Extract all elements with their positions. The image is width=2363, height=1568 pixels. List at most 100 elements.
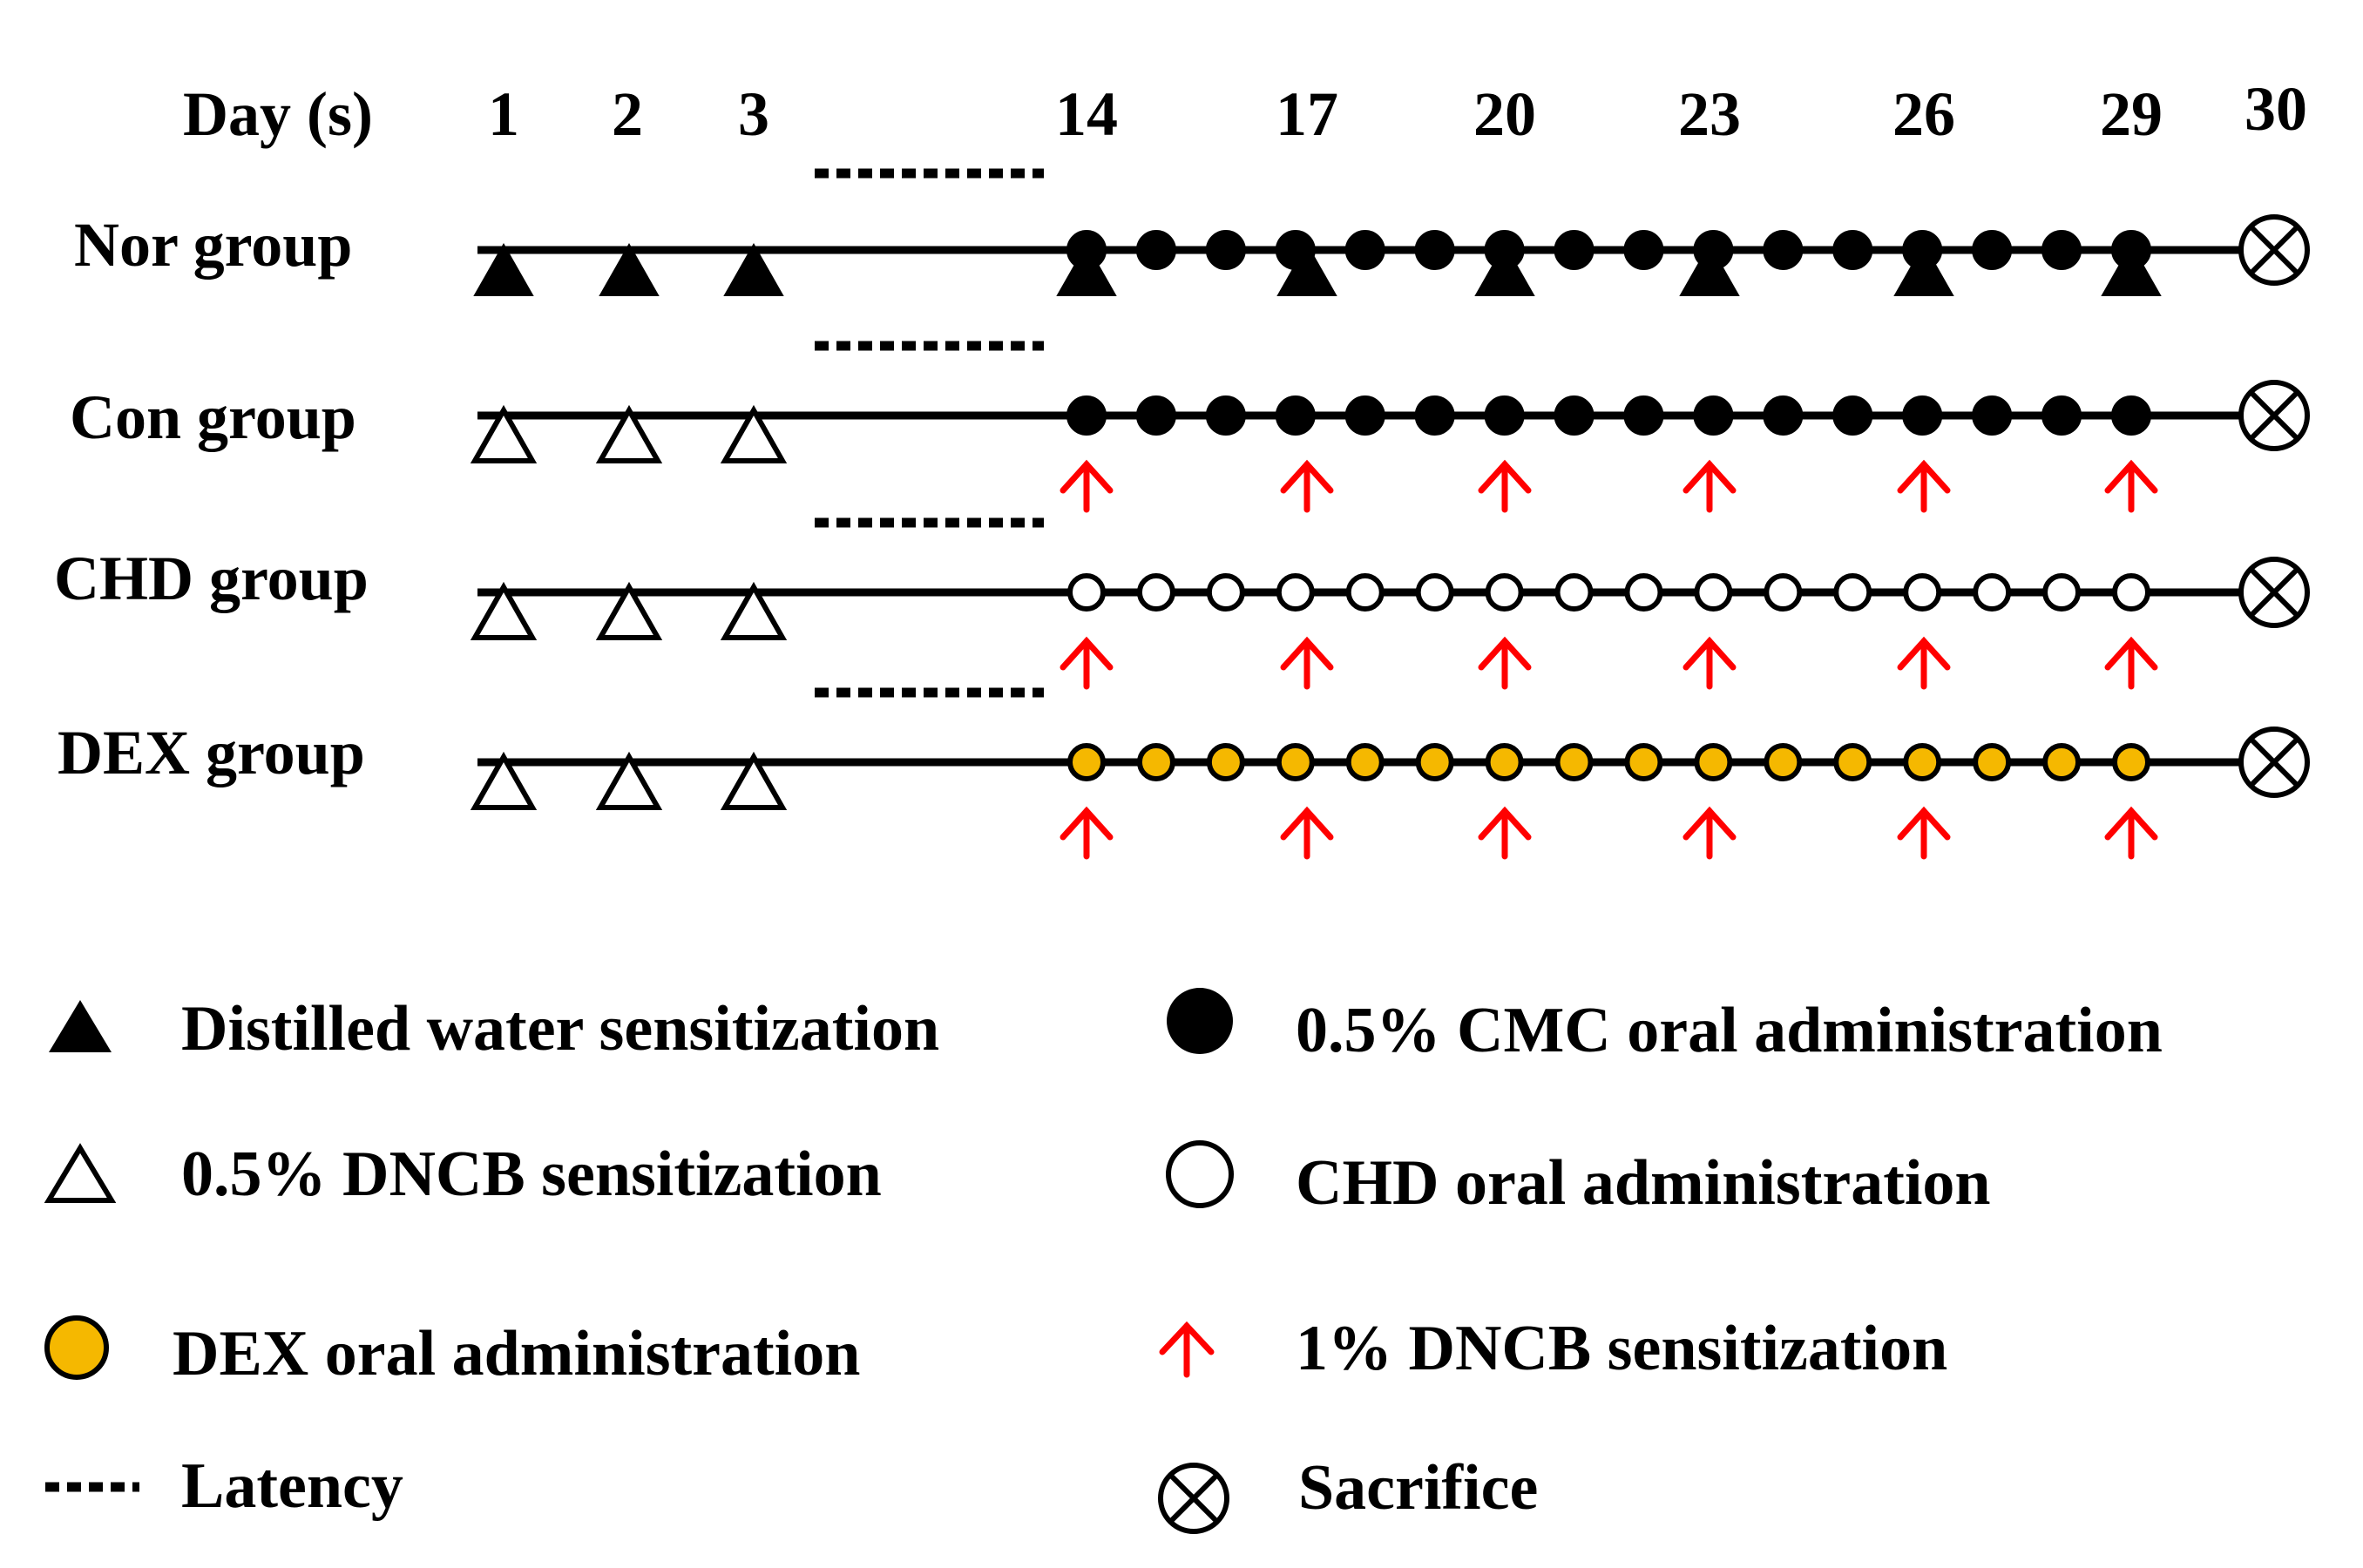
- dex-dot: [1694, 743, 1733, 781]
- day-label-23: 23: [1678, 79, 1741, 149]
- day-label-26: 26: [1892, 79, 1955, 149]
- dncb-05-triangle: [720, 751, 788, 810]
- legend: Distilled water sensitization 0.5% DNCB …: [44, 988, 2163, 1534]
- legend-filled-triangle-icon: [49, 1000, 112, 1052]
- legend-sacrifice-icon: [1158, 1463, 1229, 1534]
- cmc-dot: [1902, 230, 1943, 270]
- group-label-chd: CHD group: [54, 544, 369, 613]
- day-label-29: 29: [2100, 79, 2163, 149]
- cmc-dot: [2041, 230, 2082, 270]
- cmc-dot: [1344, 395, 1385, 436]
- dncb-1-arrow: [1060, 636, 1114, 690]
- cmc-dot: [2111, 230, 2151, 270]
- dncb-1-arrow: [1280, 806, 1334, 860]
- cmc-dot: [1972, 230, 2013, 270]
- day-label-14: 14: [1055, 79, 1118, 149]
- cmc-dot: [1484, 230, 1525, 270]
- sacrifice-icon: [2238, 214, 2310, 286]
- day-label-17: 17: [1276, 79, 1338, 149]
- cmc-dot: [1414, 230, 1455, 270]
- cmc-dot: [1205, 395, 1246, 436]
- cmc-dot: [1135, 230, 1176, 270]
- dex-dot: [1903, 743, 1942, 781]
- cmc-dot: [2041, 395, 2082, 436]
- chd-dot: [1485, 573, 1524, 612]
- legend-dncb-1-label: 1% DNCB sensitization: [1296, 1313, 1947, 1384]
- dncb-05-triangle: [470, 751, 538, 810]
- distilled-water-triangle: [723, 242, 784, 296]
- dncb-05-triangle: [720, 404, 788, 463]
- cmc-dot: [1135, 395, 1176, 436]
- dncb-05-triangle: [595, 751, 663, 810]
- sacrifice-icon: [2238, 380, 2310, 451]
- chd-dot: [1903, 573, 1942, 612]
- cmc-dot: [1275, 230, 1316, 270]
- cmc-dot: [1763, 395, 1804, 436]
- cmc-dot: [1693, 395, 1734, 436]
- chd-dot: [1973, 573, 2012, 612]
- cmc-dot: [1066, 395, 1107, 436]
- timeline-nor: [473, 168, 2310, 296]
- legend-red-arrow-icon: [1159, 1321, 1215, 1378]
- dncb-1-arrow: [1478, 806, 1532, 860]
- dncb-1-arrow: [1280, 636, 1334, 690]
- dncb-1-arrow: [2104, 636, 2158, 690]
- dncb-05-triangle: [595, 404, 663, 463]
- chd-dot: [1694, 573, 1733, 612]
- day-axis-label: Day (s): [183, 79, 373, 149]
- chd-dot: [1276, 573, 1315, 612]
- dncb-05-triangle: [720, 581, 788, 640]
- dex-dot: [1276, 743, 1315, 781]
- cmc-dot: [1902, 395, 1943, 436]
- cmc-dot: [1693, 230, 1734, 270]
- dex-dot: [1345, 743, 1385, 781]
- dncb-05-triangle: [470, 581, 538, 640]
- legend-sacrifice-label: Sacrifice: [1298, 1452, 1538, 1524]
- timeline-con: [470, 341, 2310, 513]
- dncb-1-arrow: [2104, 806, 2158, 860]
- dncb-1-arrow: [1478, 459, 1532, 513]
- legend-dncb-05-label: 0.5% DNCB sensitization: [181, 1139, 882, 1210]
- dncb-1-arrow: [2104, 459, 2158, 513]
- chd-dot: [1764, 573, 1803, 612]
- dex-dot: [1206, 743, 1245, 781]
- dncb-1-arrow: [1897, 806, 1951, 860]
- sacrifice-icon: [2238, 727, 2310, 798]
- cmc-dot: [1832, 395, 1873, 436]
- chd-dot: [2042, 573, 2082, 612]
- dex-dot: [1415, 743, 1454, 781]
- chd-dot: [1624, 573, 1663, 612]
- distilled-water-triangle: [1893, 242, 1954, 296]
- group-timelines: [470, 168, 2310, 860]
- dncb-1-arrow: [1478, 636, 1532, 690]
- dncb-1-arrow: [1897, 636, 1951, 690]
- distilled-water-triangle: [1276, 242, 1337, 296]
- chd-dot: [1833, 573, 1872, 612]
- group-label-con: Con group: [70, 382, 356, 452]
- dex-dot: [1136, 743, 1175, 781]
- group-label-dex: DEX group: [58, 718, 365, 787]
- cmc-dot: [1972, 395, 2013, 436]
- cmc-dot: [1623, 230, 1664, 270]
- day-label-20: 20: [1473, 79, 1536, 149]
- dncb-05-triangle: [595, 581, 663, 640]
- dncb-1-arrow: [1683, 459, 1737, 513]
- day-label-1: 1: [488, 79, 519, 149]
- distilled-water-triangle: [1474, 242, 1535, 296]
- legend-chd-oral-label: CHD oral administration: [1296, 1147, 1991, 1219]
- legend-latency-label: Latency: [181, 1450, 403, 1522]
- legend-yellow-circle-icon: [44, 1315, 109, 1380]
- cmc-dot: [1554, 230, 1595, 270]
- timeline-dex: [470, 687, 2310, 860]
- cmc-dot: [1832, 230, 1873, 270]
- dncb-1-arrow: [1683, 806, 1737, 860]
- timeline-chd: [470, 517, 2310, 690]
- dex-dot: [1624, 743, 1663, 781]
- dex-dot: [1485, 743, 1524, 781]
- legend-dex-oral-label: DEX oral administration: [173, 1318, 860, 1389]
- dncb-1-arrow: [1897, 459, 1951, 513]
- group-label-nor: Nor group: [74, 210, 352, 280]
- dex-dot: [2042, 743, 2082, 781]
